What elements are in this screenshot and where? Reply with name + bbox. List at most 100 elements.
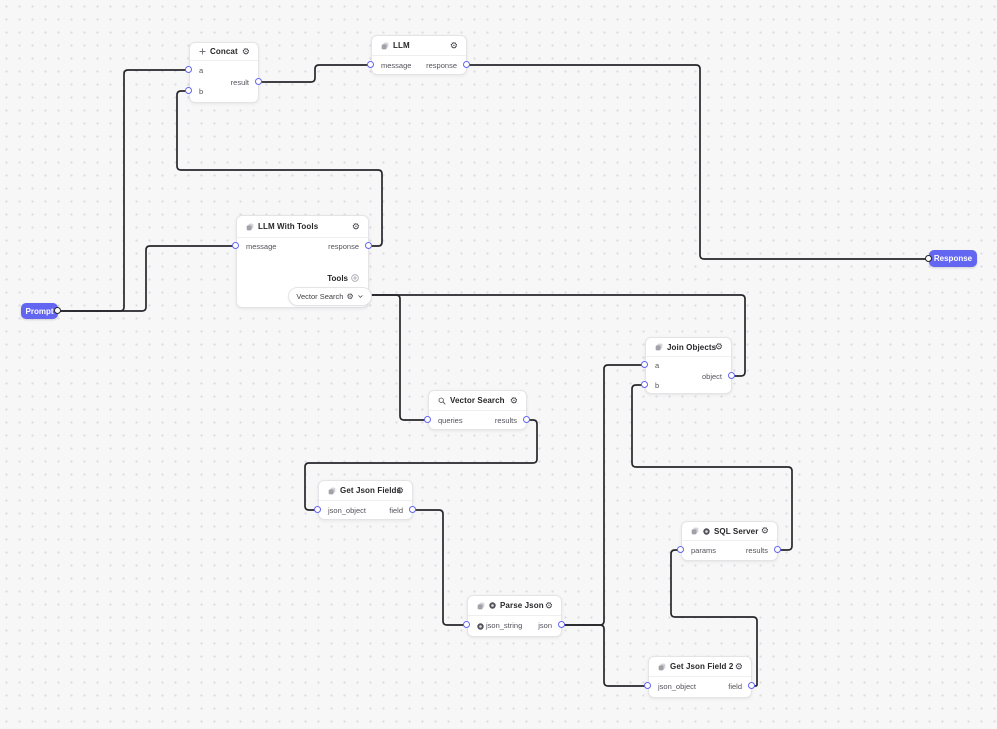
node-header: Parse Json⚙ — [468, 596, 561, 616]
port-concat-result[interactable] — [255, 78, 262, 85]
port-label-text: message — [381, 61, 412, 70]
badge-prompt[interactable]: Prompt — [21, 303, 58, 319]
wire-parse_json.json-to-get_json_field_2.json_object[interactable] — [563, 624, 647, 687]
input-label-message: message — [381, 61, 411, 71]
gear-icon[interactable]: ⚙ — [449, 40, 458, 50]
node-title: LLM — [393, 41, 410, 50]
chevron-down-icon[interactable] — [357, 293, 364, 300]
tools-section-label: Tools — [327, 273, 359, 283]
port-join_objects-b[interactable] — [641, 381, 648, 388]
node-header: LLM ⚙ — [372, 36, 466, 56]
dot-icon — [477, 622, 484, 630]
port-label-text: results — [494, 416, 517, 425]
gear-icon[interactable]: ⚙ — [346, 291, 354, 301]
port-sql_server-params[interactable] — [677, 546, 684, 553]
node-get_json_field_2[interactable]: Get Json Field 2⚙ json_object field — [648, 656, 752, 698]
dot-icon — [703, 527, 710, 535]
port-response[interactable] — [925, 255, 932, 262]
wire-llm_with_tools.tools-to-join_objects.object[interactable] — [370, 294, 746, 377]
output-label-results: results — [495, 416, 517, 426]
input-label-a: a — [199, 66, 203, 76]
port-parse_json-json_string[interactable] — [463, 621, 470, 628]
plus-icon — [199, 48, 206, 55]
port-label-text: field — [389, 506, 403, 515]
port-concat-a[interactable] — [185, 66, 192, 73]
port-parse_json-json[interactable] — [558, 621, 565, 628]
port-get_json_fields-field[interactable] — [409, 506, 416, 513]
port-label-text: message — [246, 242, 277, 251]
gear-icon[interactable]: ⚙ — [241, 46, 250, 56]
node-title: Concat — [210, 47, 238, 56]
input-label-b: b — [655, 381, 659, 391]
node-llm[interactable]: LLM ⚙ message response — [371, 35, 467, 75]
wire-llm_with_tools.tools-to-vector_search.queries[interactable] — [370, 294, 427, 421]
gear-icon[interactable]: ⚙ — [544, 600, 553, 610]
wire-sql_server.results-to-join_objects.b[interactable] — [631, 384, 793, 551]
node-concat[interactable]: Concat⚙ a b result — [189, 42, 259, 103]
port-concat-b[interactable] — [185, 87, 192, 94]
port-sql_server-results[interactable] — [774, 546, 781, 553]
port-label-text: json_string — [486, 621, 523, 630]
port-label-text: a — [199, 66, 204, 75]
node-header: Join Objects⚙ — [646, 338, 731, 357]
output-label-result: result — [231, 78, 249, 88]
output-label-response: response — [328, 242, 359, 252]
port-prompt[interactable] — [54, 307, 61, 314]
gear-icon[interactable]: ⚙ — [760, 525, 769, 536]
gear-icon[interactable]: ⚙ — [714, 341, 723, 352]
stack-icon — [381, 42, 389, 50]
port-label-text: b — [199, 87, 204, 96]
wire-get_json_field_2.field-to-sql_server.params[interactable] — [670, 549, 758, 687]
input-label-queries: queries — [438, 416, 463, 426]
node-header: SQL Server⚙ — [682, 522, 777, 541]
port-join_objects-object[interactable] — [728, 372, 735, 379]
gear-icon[interactable]: ⚙ — [351, 221, 360, 231]
node-vector_search[interactable]: Vector Search ⚙ queries results — [428, 390, 527, 430]
wire-prompt-to-llm_with_tools.message[interactable] — [57, 245, 235, 312]
wire-concat.result-to-llm.message[interactable] — [260, 64, 370, 83]
port-join_objects-a[interactable] — [641, 361, 648, 368]
gear-icon[interactable]: ⚙ — [395, 485, 404, 495]
port-label-text: response — [426, 61, 457, 70]
badge-label: Prompt — [25, 306, 54, 316]
input-label-json_object: json_object — [328, 506, 366, 516]
port-vector_search-queries[interactable] — [424, 416, 431, 423]
badge-response[interactable]: Response — [929, 250, 977, 267]
node-title: Vector Search — [450, 396, 505, 405]
output-label-field: field — [728, 682, 742, 692]
port-llm_with_tools-message[interactable] — [232, 242, 239, 249]
tool-pill-vector-search[interactable]: Vector Search⚙ — [288, 287, 372, 306]
port-label-text: json_object — [658, 682, 696, 691]
wire-vector_search.results-to-get_json_fields.json_object[interactable] — [304, 419, 538, 511]
stack-icon — [246, 223, 254, 231]
stack-icon — [658, 663, 666, 671]
wire-get_json_fields.field-to-parse_json.json_string[interactable] — [414, 509, 466, 626]
input-label-b: b — [199, 87, 203, 97]
port-get_json_fields-json_object[interactable] — [314, 506, 321, 513]
wire-prompt-to-concat.a[interactable] — [57, 69, 188, 312]
gear-icon[interactable]: ⚙ — [509, 395, 518, 405]
wire-llm_with_tools.response-to-concat.b[interactable] — [176, 90, 383, 247]
port-vector_search-results[interactable] — [523, 416, 530, 423]
input-label-json_object: json_object — [658, 682, 696, 692]
input-label-a: a — [655, 361, 659, 371]
port-get_json_field_2-field[interactable] — [748, 682, 755, 689]
dot-icon — [489, 602, 496, 609]
wire-llm.response-to-response[interactable] — [468, 64, 928, 260]
port-llm_with_tools-response[interactable] — [365, 242, 372, 249]
stack-icon — [655, 343, 663, 351]
port-get_json_field_2-json_object[interactable] — [644, 682, 651, 689]
output-label-field: field — [389, 506, 403, 516]
gear-icon[interactable]: ⚙ — [734, 661, 743, 671]
port-llm-response[interactable] — [463, 61, 470, 68]
port-llm-message[interactable] — [367, 61, 374, 68]
node-title: Get Json Field 2 — [670, 662, 734, 671]
add-tool-icon[interactable] — [351, 274, 359, 282]
